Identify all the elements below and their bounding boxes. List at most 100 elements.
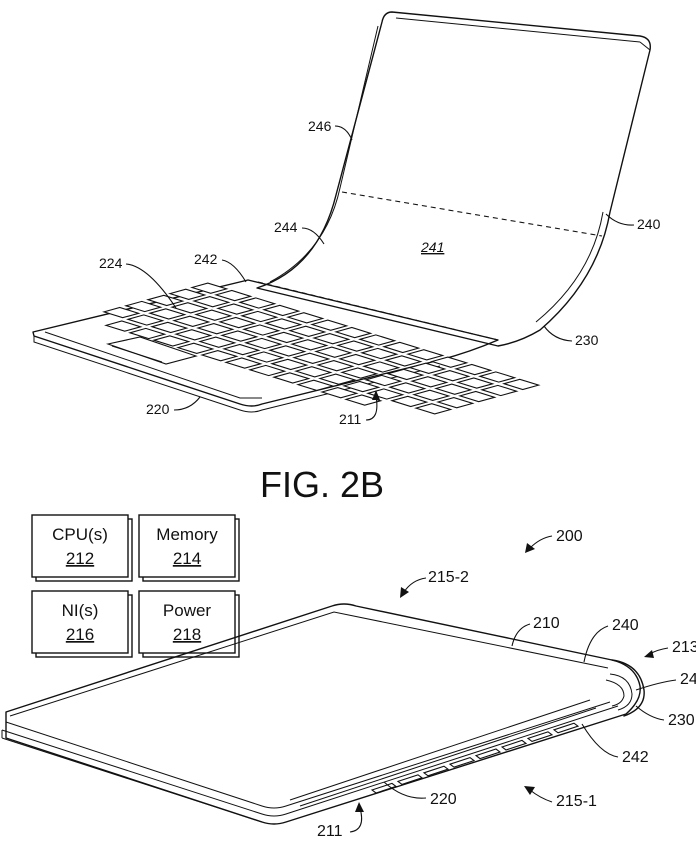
keyboard-key: [294, 366, 333, 378]
label-211: 211: [317, 823, 343, 840]
keyboard-key: [220, 330, 259, 342]
label-240: 240: [637, 216, 661, 232]
box-cpu-ref: 212: [66, 549, 94, 568]
keyboard-key: [216, 303, 255, 315]
label-215-2: 215-2: [428, 569, 469, 586]
label-220: 220: [146, 401, 170, 417]
keyboard-key: [218, 316, 257, 329]
keyboard-key: [318, 373, 357, 385]
label-230: 230: [575, 332, 599, 348]
keyboard-key: [436, 397, 475, 409]
keyboard-key: [148, 308, 187, 320]
folded-key: [396, 774, 424, 786]
keyboard-key: [388, 382, 427, 394]
component-boxes: CPU(s) 212 Memory 214 NI(s) 216 Power 21…: [31, 514, 240, 658]
keyboard-key: [266, 331, 305, 344]
label-215-1: 215-1: [556, 793, 597, 810]
keyboard-key: [198, 336, 237, 348]
keyboard-key: [270, 358, 309, 371]
label-220: 220: [430, 791, 457, 808]
keyboard-key: [192, 296, 231, 308]
keyboard-key: [320, 387, 359, 399]
box-ni-title: NI(s): [62, 601, 99, 620]
keyboard-key: [342, 380, 381, 393]
keyboard-key: [390, 395, 429, 408]
keyboard-key: [262, 304, 301, 317]
keyboard-key: [222, 343, 261, 356]
keyboard-key: [128, 327, 167, 340]
keyboard-key: [432, 370, 471, 382]
keyboard-key: [364, 374, 403, 387]
keyboard-key: [480, 384, 519, 397]
keyboard-key: [264, 318, 303, 330]
label-211: 211: [339, 411, 362, 427]
keyboard-key: [310, 319, 349, 331]
keyboard-key: [168, 288, 207, 300]
keyboard-key: [430, 356, 469, 368]
keyboard-key: [366, 388, 405, 400]
label-213: 213: [672, 639, 696, 656]
keyboard-key: [456, 377, 495, 389]
box-memory-title: Memory: [156, 525, 218, 544]
keyboard-key: [290, 339, 329, 351]
keyboard-key: [434, 383, 473, 395]
keyboard-key: [502, 378, 541, 391]
keyboard-key: [458, 390, 497, 403]
keyboard-key: [288, 325, 327, 337]
label-246: 246: [308, 118, 332, 134]
keyboard-key: [410, 376, 449, 388]
keyboard-key: [170, 302, 209, 314]
folded-top-panel: [5, 603, 641, 825]
box-cpu-title: CPU(s): [52, 525, 108, 544]
label-210: 210: [533, 615, 560, 632]
keyboard-keys: [102, 282, 541, 415]
keyboard-key: [224, 357, 263, 369]
box-memory: Memory 214: [138, 514, 240, 582]
bottom-device-drawing: 200 215-2 210 240 213 24 230 242 220 215…: [1, 528, 696, 840]
keyboard-key: [412, 389, 451, 401]
keyboard-key: [150, 321, 189, 334]
keyboard-key: [196, 323, 235, 335]
keyboard-key: [316, 360, 355, 372]
keyboard-base: [32, 279, 499, 407]
keyboard-key: [296, 379, 335, 391]
label-230: 230: [668, 712, 695, 729]
keyboard-key: [190, 282, 229, 294]
keyboard-key: [358, 334, 397, 346]
box-cpu: CPU(s) 212: [31, 514, 133, 582]
keyboard-key: [240, 310, 279, 323]
folded-hinge: [611, 659, 645, 717]
folded-keys: [370, 722, 580, 794]
folded-key: [500, 739, 528, 751]
folded-key: [370, 782, 398, 794]
keyboard-key: [286, 312, 325, 324]
keyboard-key: [384, 355, 423, 367]
label-24x: 24: [680, 671, 696, 688]
keyboard-key: [360, 347, 399, 360]
folded-key: [552, 722, 580, 734]
label-242: 242: [194, 251, 218, 267]
figure-caption: FIG. 2B: [260, 464, 384, 505]
keyboard-key: [344, 394, 383, 406]
keyboard-key: [478, 371, 517, 383]
keyboard-key: [214, 289, 253, 302]
keyboard-key: [174, 329, 213, 341]
keyboard-key: [406, 349, 445, 361]
keyboard-key: [414, 403, 453, 415]
label-242: 242: [622, 749, 649, 766]
keyboard-key: [338, 353, 377, 366]
keyboard-key: [312, 333, 351, 345]
keyboard-key: [248, 364, 287, 377]
box-power-ref: 218: [173, 625, 201, 644]
keyboard-key: [176, 342, 215, 354]
box-ni: NI(s) 216: [31, 590, 133, 658]
label-200: 200: [556, 528, 583, 545]
keyboard-key: [246, 351, 285, 363]
box-ni-ref: 216: [66, 625, 94, 644]
keyboard-key: [238, 297, 277, 309]
keyboard-key: [272, 372, 311, 384]
keyboard-key: [362, 361, 401, 373]
label-244: 244: [274, 219, 298, 235]
keyboard-key: [104, 320, 143, 332]
